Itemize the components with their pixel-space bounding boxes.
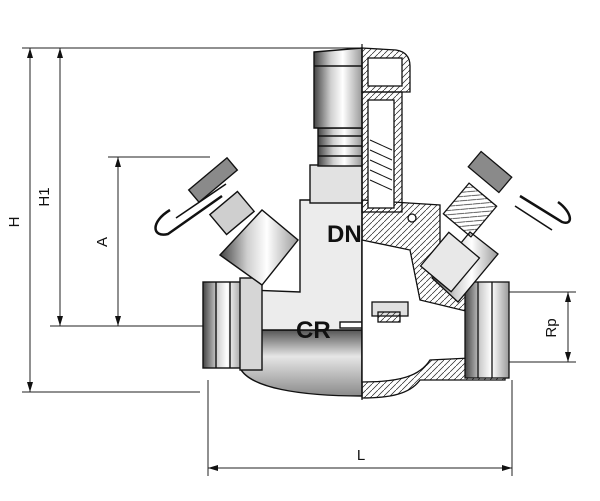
dimension-h1-label: H1 [36,187,53,206]
dimension-h-label: H [6,217,23,228]
dimension-l-label: L [357,447,365,464]
dimension-arrows [27,48,571,471]
dimension-a-label: A [94,237,111,247]
valve-body-exterior [154,47,363,397]
dimension-lines [22,47,576,476]
valve-body-section [361,47,571,399]
dn-label: DN [327,221,362,248]
dimension-rp-label: Rp [543,318,560,337]
cr-label: CR [296,317,331,344]
